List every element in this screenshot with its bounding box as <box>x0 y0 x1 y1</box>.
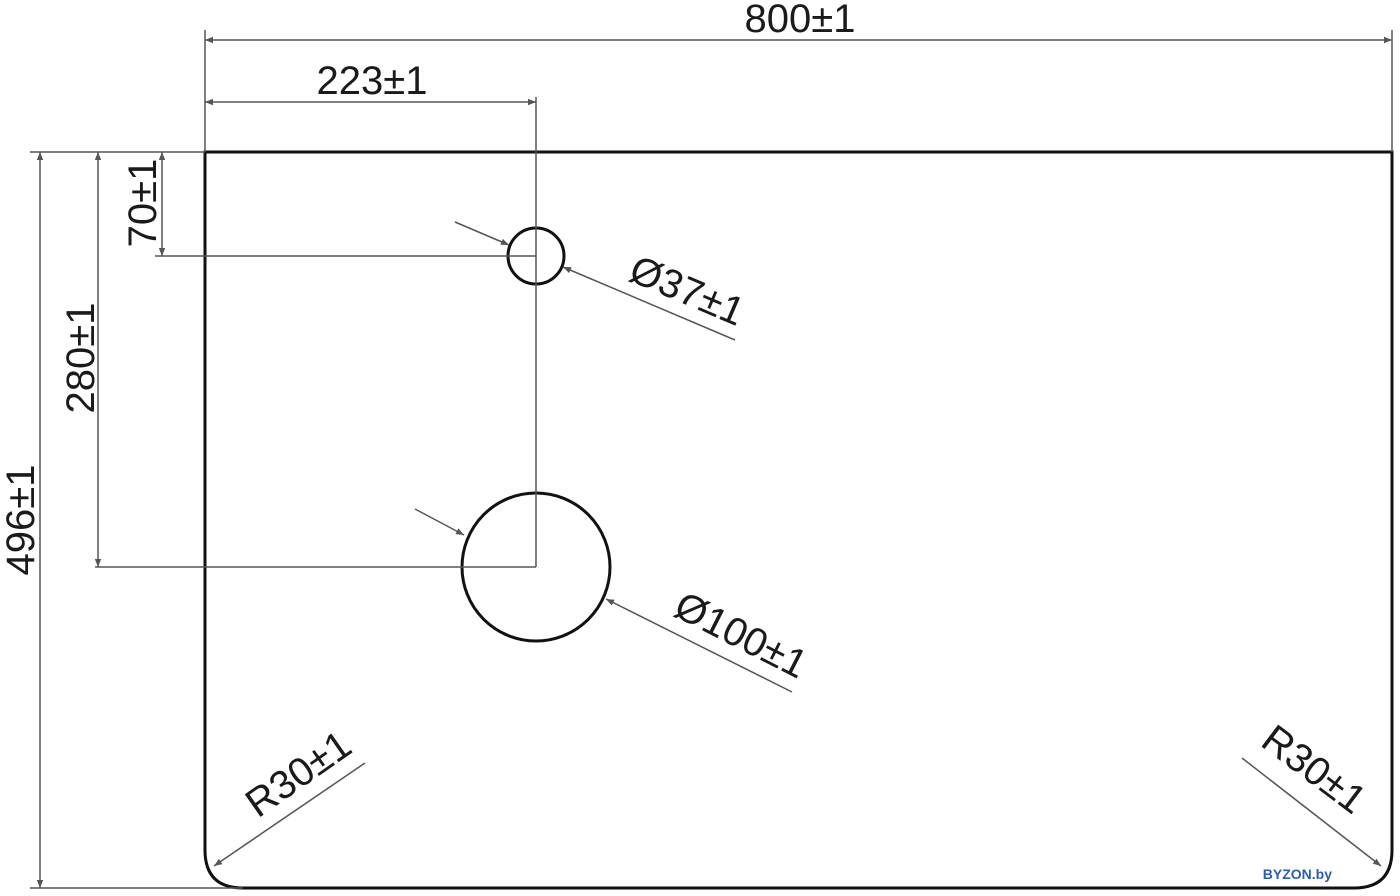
dimension-label-height: 496±1 <box>0 465 43 576</box>
dimension-label-width: 800±1 <box>745 0 856 41</box>
leader-small-hole-in <box>454 221 510 246</box>
dimension-label-small-hole-diameter: Ø37±1 <box>623 247 750 334</box>
dimension-label-radius-left: R30±1 <box>238 723 360 826</box>
leader-large-hole-in <box>414 508 465 536</box>
countertop-outline <box>203 150 1394 890</box>
dimension-label-large-hole-offset-y: 280±1 <box>59 303 103 414</box>
leader-large-hole-out <box>605 598 793 693</box>
leader-small-hole-out <box>562 266 736 341</box>
dimension-label-large-hole-diameter: Ø100±1 <box>668 584 815 688</box>
dimension-label-small-hole-offset-y: 70±1 <box>121 159 165 248</box>
leader-radius-left <box>213 762 366 867</box>
leader-radius-right <box>1241 757 1382 867</box>
dimension-label-hole-offset-x: 223±1 <box>317 59 428 103</box>
dimension-label-radius-right: R30±1 <box>1254 717 1374 823</box>
watermark-logo: BYZON.by <box>1262 866 1332 882</box>
